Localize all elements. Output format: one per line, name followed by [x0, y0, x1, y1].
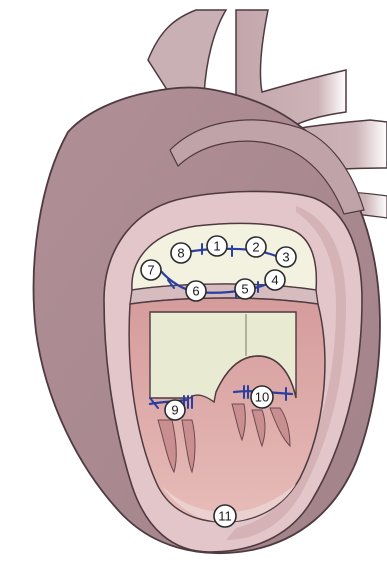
- marker-5: 5: [235, 279, 255, 299]
- svg-text:3: 3: [282, 250, 289, 265]
- svg-text:5: 5: [241, 282, 248, 297]
- svg-text:8: 8: [177, 246, 184, 261]
- marker-3: 3: [276, 247, 296, 267]
- marker-2: 2: [246, 237, 266, 257]
- svg-text:11: 11: [218, 509, 232, 524]
- marker-7: 7: [141, 260, 161, 280]
- svg-text:6: 6: [192, 284, 199, 299]
- svg-text:2: 2: [252, 240, 259, 255]
- marker-10: 10: [251, 386, 273, 408]
- marker-6: 6: [186, 281, 206, 301]
- svg-text:9: 9: [171, 403, 178, 418]
- marker-8: 8: [171, 243, 191, 263]
- svg-text:4: 4: [271, 273, 278, 288]
- svg-text:1: 1: [213, 239, 220, 254]
- marker-1: 1: [207, 236, 227, 256]
- svg-text:10: 10: [255, 390, 269, 405]
- svg-text:7: 7: [147, 263, 154, 278]
- marker-4: 4: [265, 270, 285, 290]
- marker-11: 11: [214, 505, 236, 527]
- marker-9: 9: [165, 400, 185, 420]
